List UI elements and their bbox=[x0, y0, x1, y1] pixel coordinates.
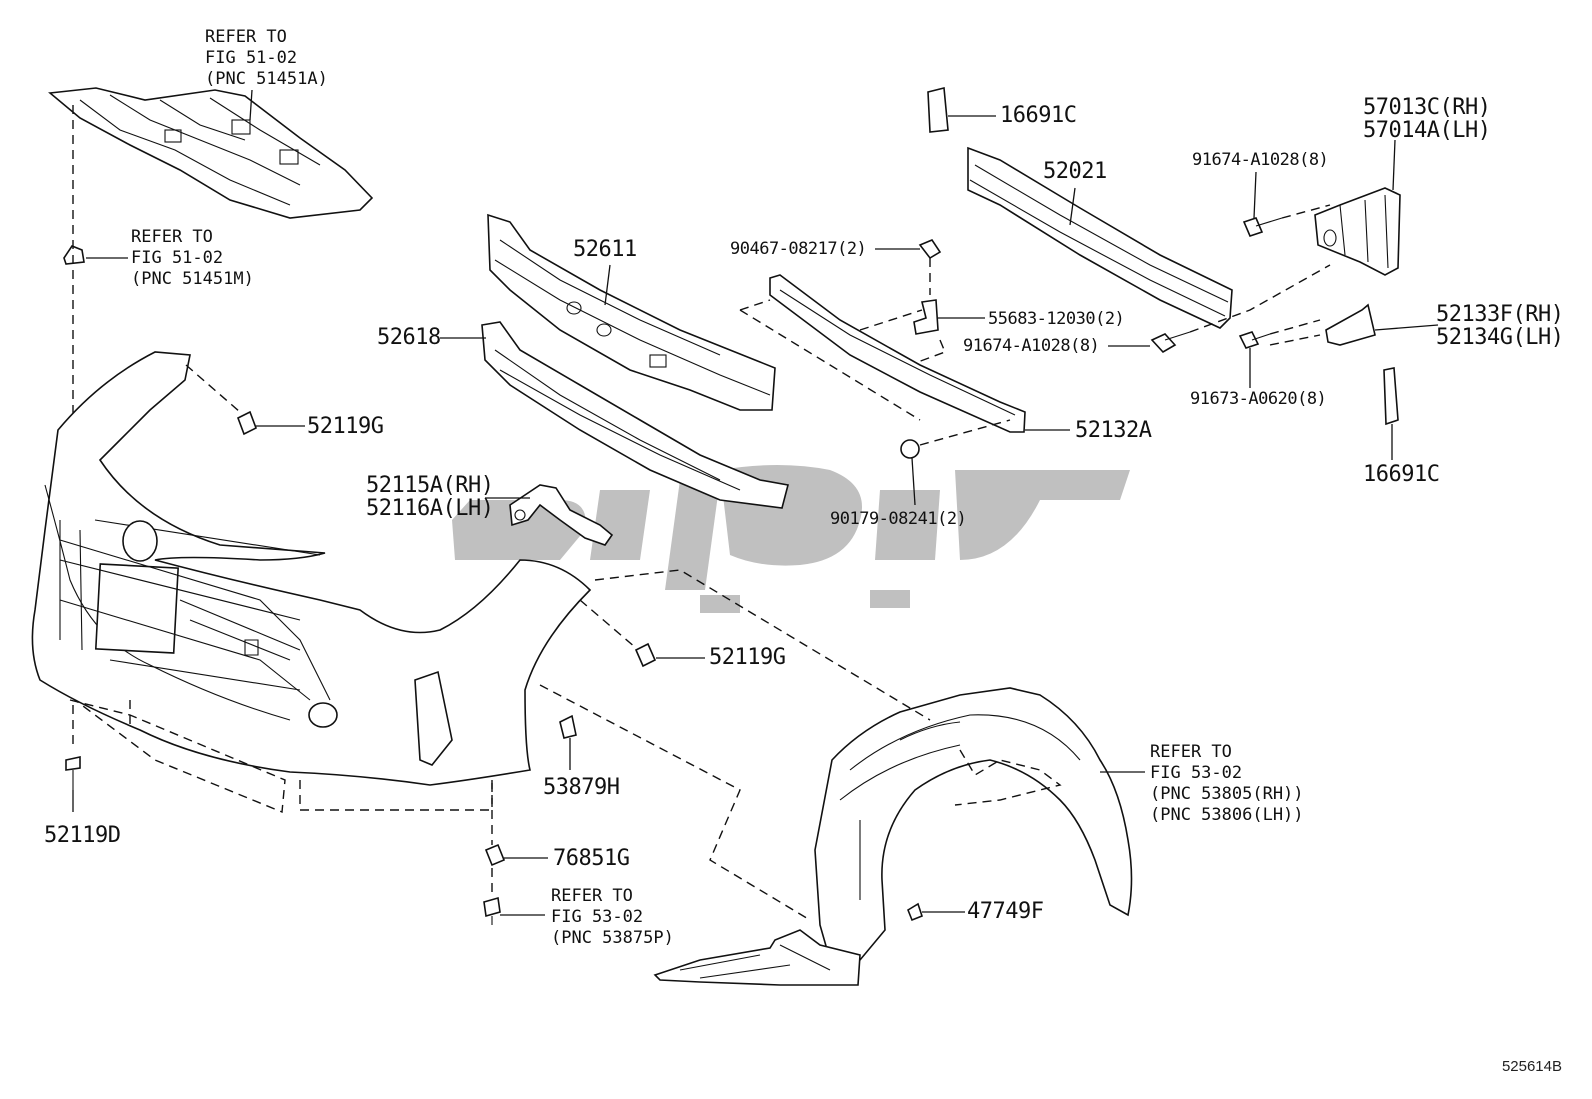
refer-top-line1: REFER TO bbox=[205, 27, 287, 47]
label-53879h: 53879H bbox=[543, 775, 620, 800]
label-52132a: 52132A bbox=[1075, 418, 1152, 443]
label-52618: 52618 bbox=[377, 325, 441, 350]
label-57014a: 57014A(LH) bbox=[1363, 118, 1491, 143]
label-91673: 91673-A0620(8) bbox=[1190, 389, 1327, 409]
label-76851g: 76851G bbox=[553, 846, 630, 871]
label-52021: 52021 bbox=[1043, 159, 1107, 184]
clip-47749f bbox=[907, 902, 923, 922]
refer-right-line1: REFER TO bbox=[1150, 742, 1232, 762]
bracket-52133f bbox=[1325, 303, 1376, 346]
pad-16691c-bottom bbox=[1383, 367, 1399, 426]
refer-bottom-line3: (PNC 53875P) bbox=[551, 928, 674, 948]
refer-top-line3: (PNC 51451A) bbox=[205, 69, 328, 89]
label-57013c: 57013C(RH) bbox=[1363, 95, 1491, 120]
label-52134g: 52134G(LH) bbox=[1436, 325, 1564, 350]
bumper-energy-absorber-52611 bbox=[487, 213, 776, 411]
refer-top-line2: FIG 51-02 bbox=[205, 48, 298, 68]
bolt-91674-mid bbox=[1150, 331, 1191, 354]
refer-right: REFER TO FIG 53-02 (PNC 53805(RH)) (PNC … bbox=[1150, 742, 1304, 826]
fender-liner bbox=[653, 687, 1133, 986]
front-bumper-cover bbox=[31, 351, 592, 786]
label-52115a: 52115A(RH) bbox=[366, 473, 494, 498]
label-91674-mid: 91674-A1028(8) bbox=[963, 336, 1100, 356]
refer-left-line1: REFER TO bbox=[131, 227, 213, 247]
bracket-52115a bbox=[509, 484, 614, 546]
label-91674-top: 91674-A1028(8) bbox=[1192, 150, 1329, 170]
label-52119g-top: 52119G bbox=[307, 414, 384, 439]
refer-bottom-line1: REFER TO bbox=[551, 886, 633, 906]
clip-52119g-top bbox=[236, 410, 258, 436]
clip-51451m bbox=[63, 245, 85, 265]
nut-90179 bbox=[900, 439, 920, 459]
bumper-absorber-52618 bbox=[481, 321, 789, 509]
refer-left-line2: FIG 51-02 bbox=[131, 248, 224, 268]
refer-left-line3: (PNC 51451M) bbox=[131, 269, 254, 289]
clip-52119g-mid bbox=[634, 642, 657, 668]
label-52119g-mid: 52119G bbox=[709, 645, 786, 670]
bolt-91674-top bbox=[1242, 217, 1283, 237]
refer-right-line4: (PNC 53806(LH)) bbox=[1150, 805, 1304, 825]
bumper-reinforcement-52021 bbox=[967, 146, 1233, 329]
bracket-57013c bbox=[1314, 187, 1401, 276]
refer-bottom-line2: FIG 53-02 bbox=[551, 907, 644, 927]
label-16691c-top: 16691C bbox=[1000, 103, 1077, 128]
clip-76851g bbox=[484, 843, 506, 867]
label-52133f: 52133F(RH) bbox=[1436, 302, 1564, 327]
diagram-code: 525614B bbox=[1501, 1058, 1562, 1075]
refer-left: REFER TO FIG 51-02 (PNC 51451M) bbox=[131, 227, 254, 290]
label-16691c-bottom: 16691C bbox=[1363, 462, 1440, 487]
engine-under-cover bbox=[48, 87, 374, 219]
clip-55683 bbox=[913, 299, 939, 335]
pad-16691c-top bbox=[927, 86, 949, 133]
screw-53875p bbox=[483, 896, 501, 925]
refer-right-line2: FIG 53-02 bbox=[1150, 763, 1243, 783]
refer-bottom: REFER TO FIG 53-02 (PNC 53875P) bbox=[551, 886, 674, 949]
label-52119d: 52119D bbox=[44, 823, 121, 848]
refer-top: REFER TO FIG 51-02 (PNC 51451A) bbox=[205, 27, 328, 90]
label-90179: 90179-08241(2) bbox=[830, 509, 967, 529]
bolt-90467 bbox=[918, 239, 942, 260]
screw-52119d bbox=[65, 756, 81, 790]
label-47749f: 47749F bbox=[967, 899, 1044, 924]
label-90467: 90467-08217(2) bbox=[730, 239, 867, 259]
label-52116a: 52116A(LH) bbox=[366, 496, 494, 521]
label-55683: 55683-12030(2) bbox=[988, 309, 1125, 329]
refer-right-line3: (PNC 53805(RH)) bbox=[1150, 784, 1304, 804]
label-52611: 52611 bbox=[573, 237, 637, 262]
clip-53879h bbox=[559, 714, 577, 739]
bumper-beam-52132a bbox=[769, 274, 1026, 433]
bolt-91673 bbox=[1238, 331, 1271, 349]
